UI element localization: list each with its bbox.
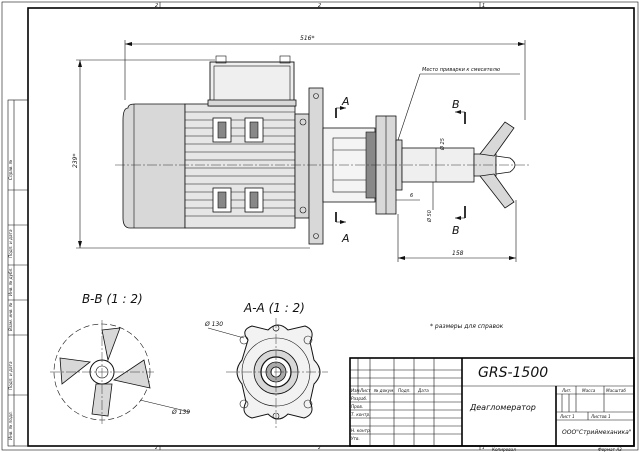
side-label-5: Подп. и дата: [8, 361, 13, 390]
view-aa: A-A (1 : 2) Ø 130: [204, 301, 328, 428]
scale-label: Масштаб: [606, 388, 626, 393]
designation: GRS-1500: [478, 365, 548, 381]
hdr-doc: № докум.: [373, 388, 395, 393]
zone-top-right: 1: [482, 3, 485, 9]
product-name: Деагломератор: [469, 403, 536, 412]
impeller-blade-bottom: [479, 173, 515, 209]
title-block: Изм. Лист № докум. Подп. Дата Разраб. Пр…: [349, 357, 635, 447]
format-label: Формат А3: [598, 447, 622, 452]
side-stamp: Справ. № Подп. и дата Инв. № дубл. Взам.…: [7, 99, 29, 447]
role-razrab: Разраб.: [351, 396, 367, 401]
hdr-list: Лист: [359, 388, 371, 393]
main-view: 516* 239*: [72, 35, 530, 262]
dim-six: 6: [410, 193, 413, 199]
hdr-data: Дата: [417, 388, 429, 393]
section-a-bottom: A: [341, 232, 350, 245]
impeller-blade-top: [479, 121, 515, 157]
dim-overall-length: 516*: [300, 35, 314, 42]
dim-height: 239*: [72, 154, 79, 168]
side-label-4: Взам. инв. №: [8, 302, 13, 331]
motor-end-cap: [122, 103, 186, 229]
company-name: ООО"Стриймеханика": [562, 429, 632, 436]
terminal-box: [209, 61, 295, 107]
zone-bot-right: 1: [482, 445, 485, 450]
hdr-podp: Подп.: [398, 388, 411, 393]
section-b-top: B: [452, 98, 460, 111]
view-bb: B-B (1 : 2) Ø 139: [50, 292, 190, 424]
zone-top-left: 2: [155, 3, 158, 9]
sheet-label: Лист 1: [559, 414, 575, 419]
role-utv: Утв.: [351, 436, 360, 441]
role-prov: Пров.: [351, 404, 363, 409]
weld-note: Место приварки к смесителю: [422, 67, 500, 73]
role-tkontr: Т. контр.: [351, 412, 370, 417]
dim-len158: 158: [452, 250, 464, 257]
hdr-izm: Изм.: [351, 388, 361, 393]
dim-d130: Ø 130: [204, 321, 223, 328]
lit-label: Лит.: [561, 388, 572, 393]
zone-bot-left: 2: [155, 445, 158, 450]
side-label-0: Справ. №: [8, 159, 13, 180]
copied-label: Копировал: [492, 447, 516, 452]
role-nkontr: Н. контр.: [351, 428, 371, 433]
dim-d50: Ø 50: [426, 210, 433, 223]
reference-note: * размеры для справок: [430, 323, 504, 330]
side-label-3: Инв. № дубл.: [8, 267, 13, 296]
mounting-flange: [308, 87, 324, 245]
dim-d139: Ø 139: [171, 409, 190, 416]
dim-d25: Ø 25: [439, 138, 446, 151]
sheets-label: Листов 1: [590, 414, 611, 419]
motor-fins: [185, 111, 295, 217]
output-shaft: [401, 147, 475, 183]
motor-body: [184, 103, 296, 229]
view-aa-label: A-A (1 : 2): [243, 301, 305, 315]
zone-bot-mid: 2: [318, 445, 321, 450]
zone-top-mid: 2: [318, 3, 321, 9]
side-label-6: Инв. № подл.: [8, 411, 13, 440]
mass-label: Масса: [582, 388, 596, 393]
motor-flange: [294, 113, 310, 219]
section-a-top: A: [341, 95, 350, 108]
view-bb-label: B-B (1 : 2): [82, 292, 143, 306]
side-label-2: Подп. и дата: [8, 229, 13, 258]
section-b-bottom: B: [452, 224, 460, 237]
